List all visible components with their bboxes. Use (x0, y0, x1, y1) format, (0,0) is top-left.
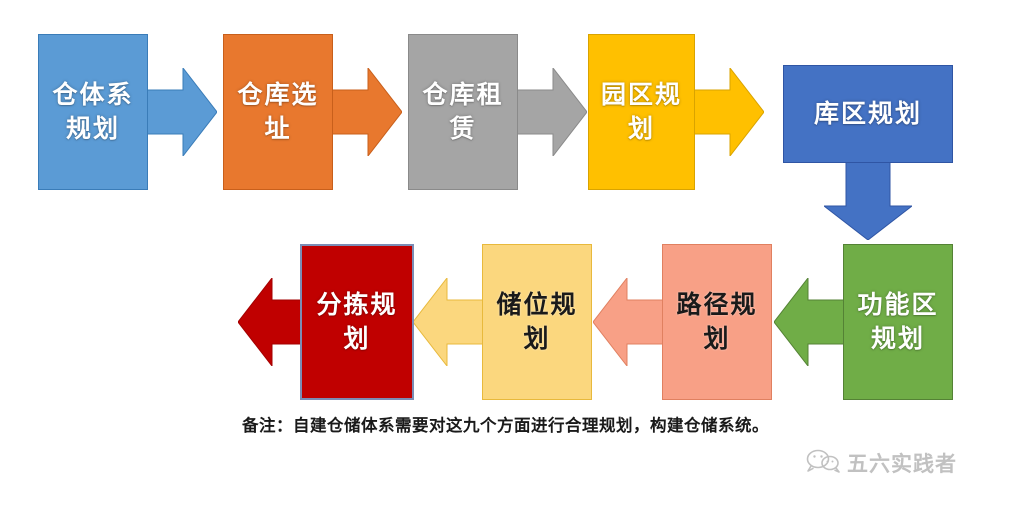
watermark-text: 五六实践者 (847, 452, 957, 476)
flow-arrow-step8-to-step9 (413, 278, 491, 366)
figure-caption: 备注：自建仓储体系需要对这九个方面进行合理规划，构建仓储系统。 (242, 416, 769, 435)
flow-node-step3[interactable]: 仓库租赁 (408, 34, 518, 190)
flow-node-step2[interactable]: 仓库选址 (223, 34, 333, 190)
flow-arrow-step2-to-step3 (324, 68, 402, 156)
flow-node-step9-label: 分拣规划 (316, 290, 398, 353)
flow-node-step9[interactable]: 分拣规划 (300, 244, 414, 400)
flow-node-step4[interactable]: 园区规划 (588, 34, 695, 190)
flow-node-step1[interactable]: 仓体系规划 (38, 34, 148, 190)
watermark: 五六实践者 (806, 448, 957, 478)
flow-node-step4-label: 园区规划 (600, 80, 682, 143)
flow-node-step5-label: 库区规划 (813, 99, 922, 129)
flow-node-step5[interactable]: 库区规划 (783, 65, 953, 163)
flow-node-step8-label: 储位规划 (496, 290, 578, 353)
flow-node-step8[interactable]: 储位规划 (482, 244, 592, 400)
flow-arrow-step1-to-step2 (139, 68, 217, 156)
flow-node-step6[interactable]: 功能区规划 (843, 244, 953, 400)
flow-arrow-step7-to-step8 (593, 278, 671, 366)
wechat-icon (806, 448, 840, 478)
flow-node-step3-label: 仓库租赁 (422, 80, 504, 143)
flow-node-step6-label: 功能区规划 (857, 290, 939, 353)
flow-arrow-step6-to-step7 (774, 278, 852, 366)
flow-arrow-step4-to-step5 (686, 68, 764, 156)
flow-node-step7[interactable]: 路径规划 (662, 244, 772, 400)
flow-arrow-step3-to-step4 (509, 68, 587, 156)
flow-node-step1-label: 仓体系规划 (52, 80, 134, 143)
flow-node-step7-label: 路径规划 (676, 290, 758, 353)
flow-arrow-step5-to-step6 (824, 162, 912, 240)
flow-node-step2-label: 仓库选址 (237, 80, 319, 143)
flow-arrow-step9-terminal (238, 278, 308, 366)
